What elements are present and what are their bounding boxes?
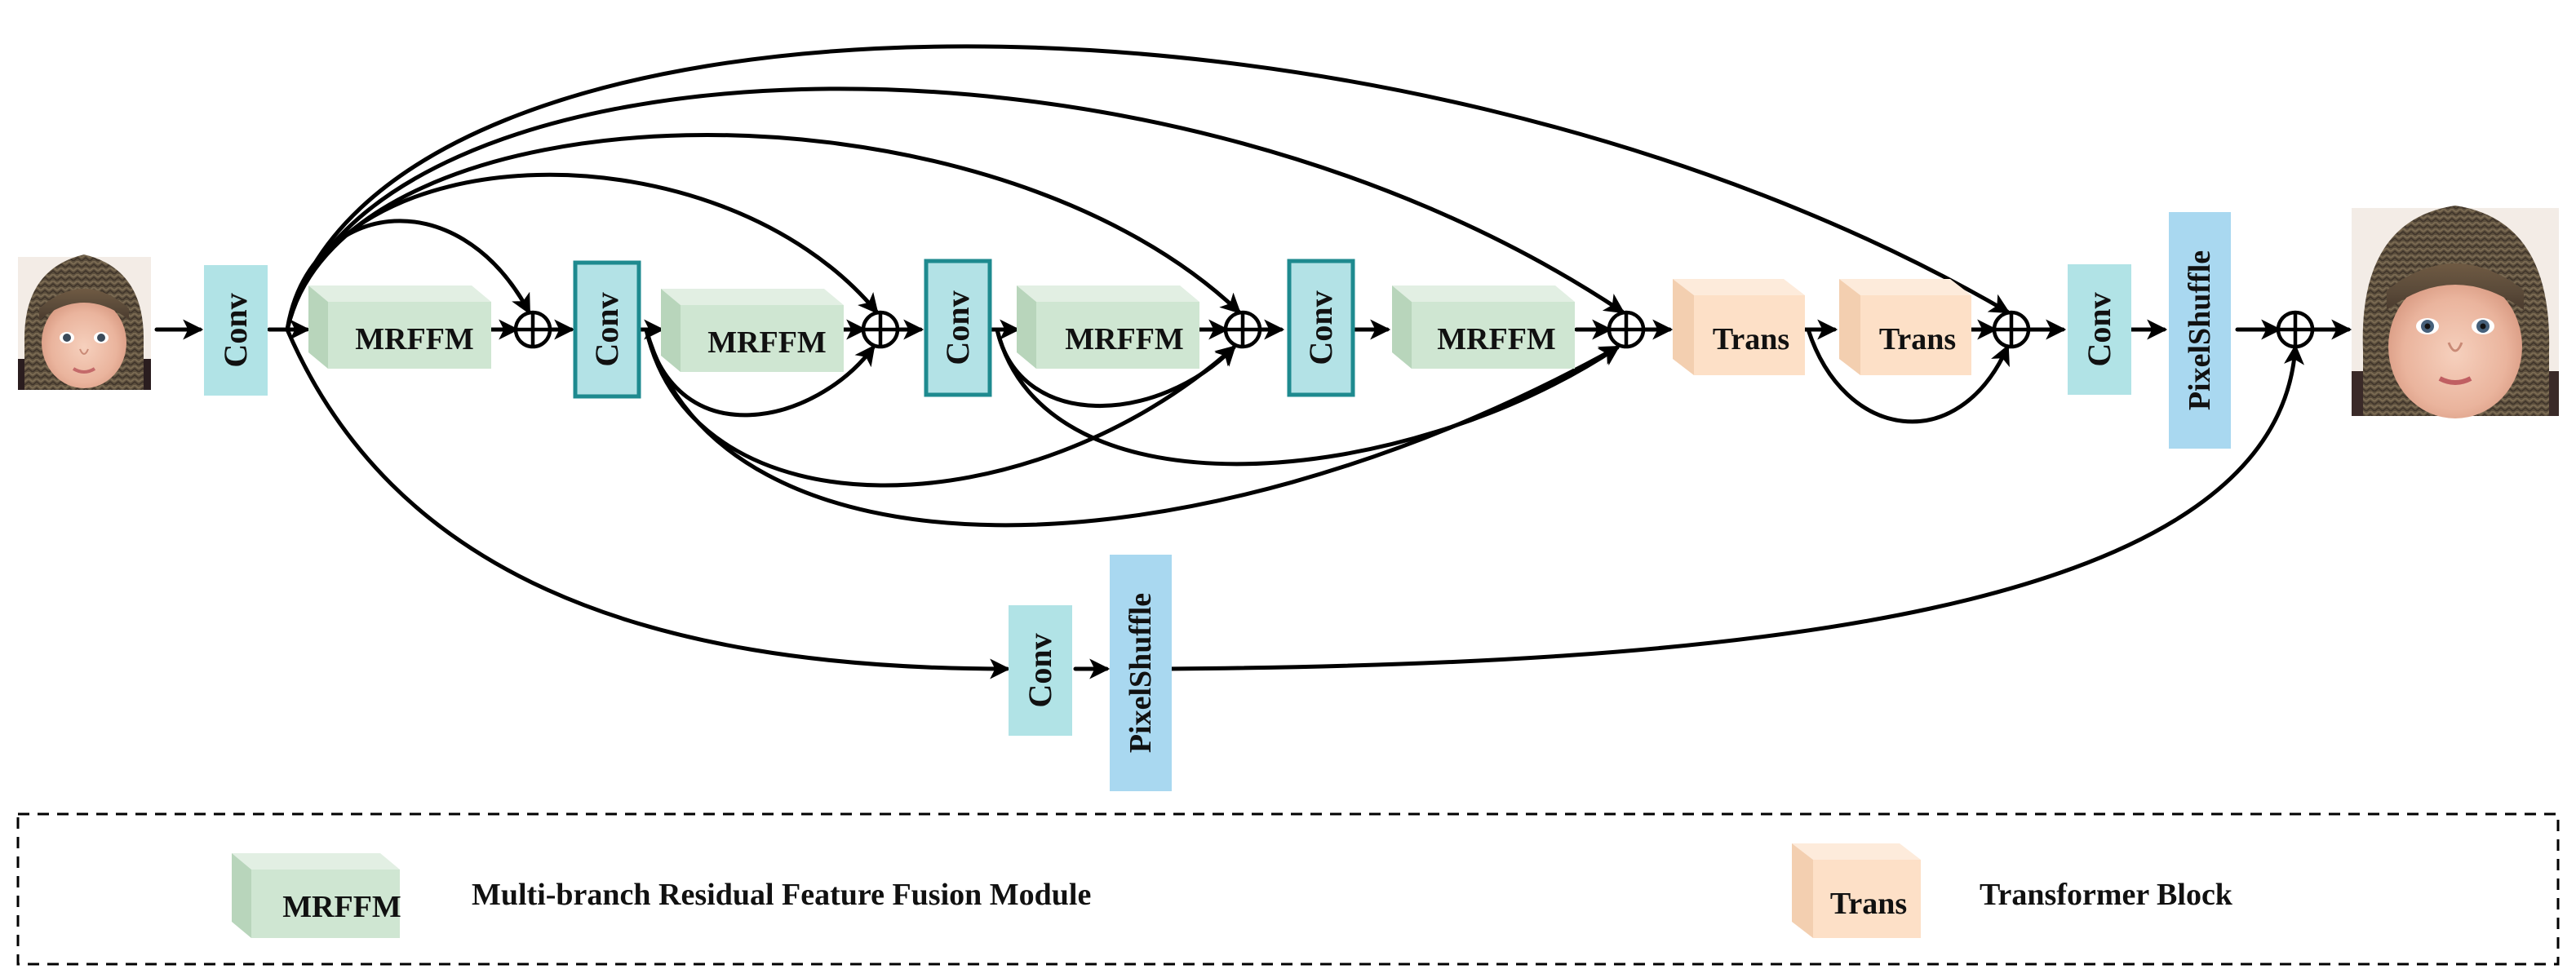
trans-block-2: Trans	[1839, 279, 1971, 375]
svg-text:MRFFM: MRFFM	[1437, 322, 1556, 356]
svg-text:PixelShuffle: PixelShuffle	[2183, 250, 2217, 410]
legend: MRFFM Multi-branch Residual Feature Fusi…	[16, 812, 2560, 966]
skip-trans-to-add5	[1806, 327, 2010, 424]
global-branch-to-conv	[285, 327, 1011, 679]
conv-block-4: Conv	[1287, 259, 1355, 397]
svg-text:PixelShuffle: PixelShuffle	[1124, 593, 1158, 753]
output-face-image	[2352, 206, 2559, 418]
add-node-3	[1223, 310, 1262, 349]
dense-conv2-to-add4	[644, 327, 1621, 528]
add-node-4	[1607, 310, 1646, 349]
mrffm-block-3: MRFFM	[1017, 285, 1199, 369]
legend-trans-swatch: Trans	[1792, 843, 1921, 938]
svg-text:Conv: Conv	[217, 293, 254, 367]
svg-text:Trans: Trans	[1713, 322, 1789, 356]
legend-mrffm-swatch: MRFFM	[232, 853, 401, 938]
trans-block-1: Trans	[1673, 279, 1805, 375]
conv-block-2: Conv	[573, 260, 641, 399]
pixelshuffle-block-bottom: PixelShuffle	[1110, 555, 1172, 791]
mrffm-block-1: MRFFM	[308, 285, 491, 369]
mrffm-block-4: MRFFM	[1392, 285, 1575, 369]
conv-block-5: Conv	[2068, 264, 2131, 395]
pixelshuffle-block-main: PixelShuffle	[2169, 212, 2231, 449]
svg-text:Trans: Trans	[1830, 887, 1907, 921]
conv-block-1: Conv	[204, 265, 268, 396]
svg-text:MRFFM: MRFFM	[707, 325, 827, 360]
svg-text:Conv: Conv	[939, 290, 976, 365]
dense-conv3-to-add4	[995, 327, 1621, 467]
conv-block-bottom: Conv	[1009, 605, 1072, 736]
add-nodes	[513, 310, 2315, 349]
input-face-image	[18, 254, 151, 390]
svg-text:Trans: Trans	[1879, 322, 1956, 356]
add-node-2	[861, 310, 900, 349]
add-node-5	[1992, 310, 2031, 349]
conv-block-3: Conv	[924, 259, 992, 397]
svg-text:MRFFM: MRFFM	[1065, 322, 1184, 356]
svg-text:Conv: Conv	[588, 292, 625, 366]
mrffm-block-2: MRFFM	[661, 289, 844, 372]
add-node-1	[513, 310, 552, 349]
global-branch-to-final-add	[1164, 343, 2304, 671]
legend-border	[16, 812, 2560, 966]
svg-text:MRFFM: MRFFM	[282, 890, 401, 924]
svg-text:Conv: Conv	[2081, 292, 2117, 366]
connections	[154, 44, 2352, 679]
legend-mrffm-description: Multi-branch Residual Feature Fusion Mod…	[472, 878, 1091, 912]
add-node-6	[2276, 310, 2315, 349]
skip-arc-to-add4	[285, 86, 1625, 332]
legend-trans-description: Transformer Block	[1980, 878, 2233, 912]
skip-arc-to-add3	[285, 133, 1242, 332]
svg-text:Conv: Conv	[1022, 633, 1058, 707]
svg-text:Conv: Conv	[1302, 290, 1339, 365]
skip-arc-to-add5	[285, 44, 2011, 332]
svg-text:MRFFM: MRFFM	[355, 322, 474, 356]
